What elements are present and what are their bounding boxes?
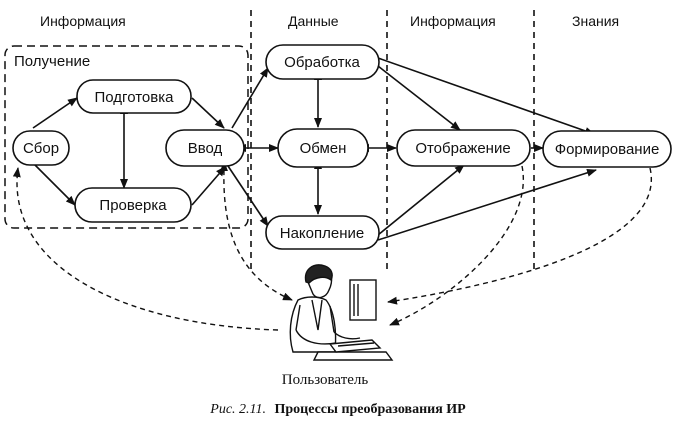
column-heading-information-left: Информация xyxy=(40,13,126,29)
figure-caption: Рис. 2.11. Процессы преобразования ИР xyxy=(209,400,466,417)
svg-text:Проверка: Проверка xyxy=(99,197,167,214)
figure-caption-number: Рис. 2.11. xyxy=(209,402,266,417)
node-podgotovka: Подготовка xyxy=(76,79,192,114)
node-vvod: Ввод xyxy=(165,129,245,167)
column-heading-knowledge: Знания xyxy=(572,13,619,29)
svg-text:Формирование: Формирование xyxy=(555,141,660,158)
node-sbor: Сбор xyxy=(12,130,70,166)
node-proverka: Проверка xyxy=(74,187,192,223)
user-at-computer-icon xyxy=(289,264,394,361)
svg-text:Ввод: Ввод xyxy=(188,140,223,157)
node-formirovanie: Формирование xyxy=(542,130,672,168)
svg-text:Обработка: Обработка xyxy=(284,54,360,71)
node-otobrazhenie: Отображение xyxy=(396,129,531,167)
user-dashed-arrows xyxy=(12,161,653,331)
user-label: Пользователь xyxy=(282,372,369,388)
svg-text:Накопление: Накопление xyxy=(280,225,364,242)
node-nakoplenie: Накопление xyxy=(265,215,380,250)
flow-arrows xyxy=(32,57,597,241)
node-obmen: Обмен xyxy=(277,128,369,168)
svg-text:Обмен: Обмен xyxy=(300,140,347,157)
acquisition-group-label: Получение xyxy=(14,53,90,70)
column-heading-data: Данные xyxy=(288,13,339,29)
node-obrabotka: Обработка xyxy=(265,44,380,80)
figure-caption-title: Процессы преобразования ИР xyxy=(274,402,466,417)
svg-text:Сбор: Сбор xyxy=(23,140,59,157)
svg-text:Подготовка: Подготовка xyxy=(95,89,175,106)
svg-text:Отображение: Отображение xyxy=(415,140,510,157)
column-heading-information-right: Информация xyxy=(410,13,496,29)
